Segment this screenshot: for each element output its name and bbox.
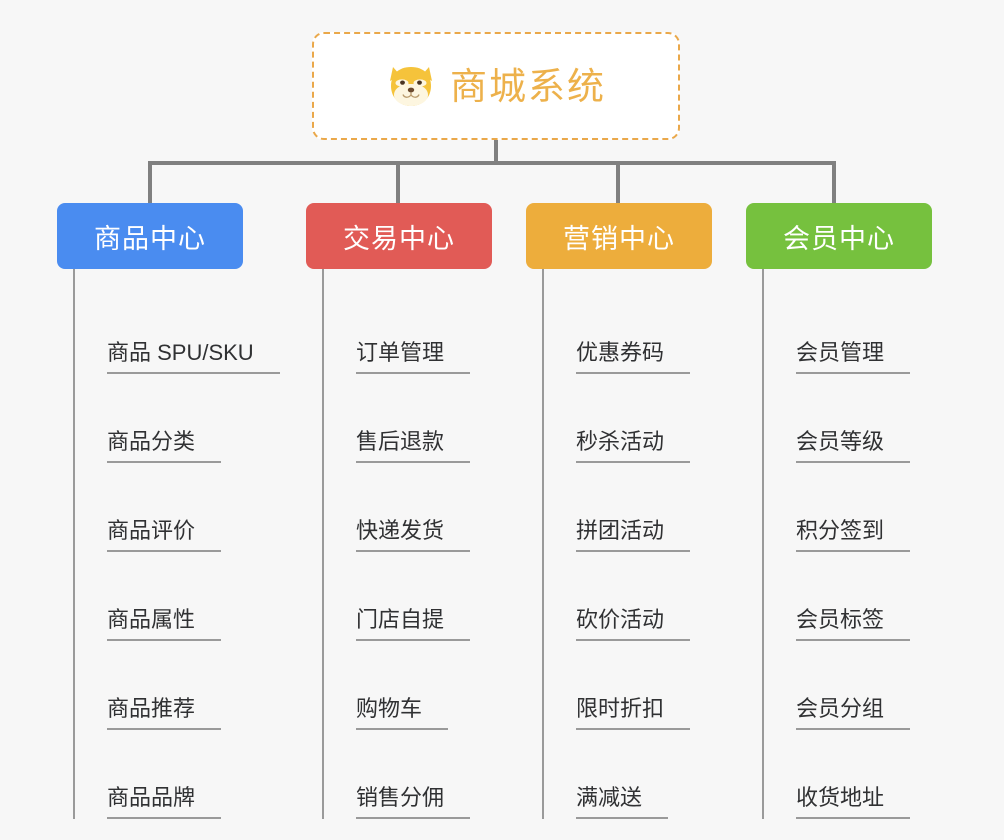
branch-header-marketing-center[interactable]: 营销中心	[526, 203, 712, 269]
branch-items-product-center: 商品 SPU/SKU 商品分类 商品评价 商品属性 商品推荐 商品品牌	[73, 269, 280, 819]
list-item[interactable]: 优惠券码	[576, 285, 712, 374]
branch-header-label: 会员中心	[783, 223, 895, 254]
root-node[interactable]: 商城系统	[312, 32, 680, 140]
list-item-label: 商品 SPU/SKU	[107, 339, 280, 374]
branch-items-member-center: 会员管理 会员等级 积分签到 会员标签 会员分组 收货地址	[762, 269, 932, 819]
branch-column-marketing-center: 营销中心 优惠券码 秒杀活动 拼团活动 砍价活动 限时折扣 满减送	[526, 203, 712, 819]
list-item[interactable]: 门店自提	[356, 552, 492, 641]
list-item[interactable]: 商品属性	[107, 552, 243, 641]
list-item[interactable]: 购物车	[356, 641, 492, 730]
list-item-label: 会员管理	[796, 339, 911, 374]
list-item-label: 销售分佣	[356, 784, 471, 819]
list-item-label: 订单管理	[356, 339, 471, 374]
connector-drop-2	[396, 161, 400, 205]
list-item-label: 商品属性	[107, 606, 222, 641]
list-item-label: 购物车	[356, 695, 449, 730]
branch-header-label: 商品中心	[94, 223, 206, 254]
list-item-label: 商品推荐	[107, 695, 222, 730]
branch-header-member-center[interactable]: 会员中心	[746, 203, 932, 269]
branch-items-trade-center: 订单管理 售后退款 快递发货 门店自提 购物车 销售分佣	[322, 269, 492, 819]
list-item[interactable]: 快递发货	[356, 463, 492, 552]
list-item-label: 会员等级	[796, 428, 911, 463]
list-item-label: 会员分组	[796, 695, 911, 730]
list-item-label: 商品分类	[107, 428, 222, 463]
root-title: 商城系统	[450, 65, 606, 107]
list-item[interactable]: 会员标签	[796, 552, 932, 641]
list-item-label: 收货地址	[796, 784, 911, 819]
list-item-label: 满减送	[576, 784, 669, 819]
list-item[interactable]: 砍价活动	[576, 552, 712, 641]
list-item[interactable]: 限时折扣	[576, 641, 712, 730]
list-item[interactable]: 会员等级	[796, 374, 932, 463]
list-item[interactable]: 商品分类	[107, 374, 243, 463]
list-item[interactable]: 商品评价	[107, 463, 243, 552]
list-item[interactable]: 会员分组	[796, 641, 932, 730]
list-item[interactable]: 销售分佣	[356, 730, 492, 819]
list-item[interactable]: 收货地址	[796, 730, 932, 819]
branch-column-trade-center: 交易中心 订单管理 售后退款 快递发货 门店自提 购物车 销售分佣	[306, 203, 492, 819]
branch-columns: 商品中心 商品 SPU/SKU 商品分类 商品评价 商品属性 商品推荐 商品品牌…	[0, 203, 1004, 840]
list-item-label: 限时折扣	[576, 695, 691, 730]
list-item[interactable]: 积分签到	[796, 463, 932, 552]
branch-header-label: 交易中心	[343, 223, 455, 254]
connector-drop-1	[148, 161, 152, 205]
list-item[interactable]: 拼团活动	[576, 463, 712, 552]
branch-header-label: 营销中心	[563, 223, 675, 254]
list-item-label: 拼团活动	[576, 517, 691, 552]
list-item-label: 砍价活动	[576, 606, 691, 641]
list-item[interactable]: 秒杀活动	[576, 374, 712, 463]
list-item[interactable]: 售后退款	[356, 374, 492, 463]
list-item-label: 积分签到	[796, 517, 911, 552]
shiba-dog-icon	[386, 64, 436, 108]
list-item-label: 会员标签	[796, 606, 911, 641]
list-item[interactable]: 商品推荐	[107, 641, 243, 730]
connector-drop-4	[832, 161, 836, 205]
list-item[interactable]: 满减送	[576, 730, 712, 819]
list-item[interactable]: 商品 SPU/SKU	[107, 285, 280, 374]
list-item[interactable]: 会员管理	[796, 285, 932, 374]
connector-horizontal-bus	[148, 161, 836, 165]
branch-column-product-center: 商品中心 商品 SPU/SKU 商品分类 商品评价 商品属性 商品推荐 商品品牌	[57, 203, 280, 819]
connector-root-stem	[494, 140, 498, 164]
list-item-label: 快递发货	[356, 517, 471, 552]
list-item[interactable]: 商品品牌	[107, 730, 243, 819]
list-item-label: 售后退款	[356, 428, 471, 463]
list-item-label: 门店自提	[356, 606, 471, 641]
list-item-label: 优惠券码	[576, 339, 691, 374]
connector-drop-3	[616, 161, 620, 205]
list-item-label: 秒杀活动	[576, 428, 691, 463]
list-item[interactable]: 订单管理	[356, 285, 492, 374]
branch-items-marketing-center: 优惠券码 秒杀活动 拼团活动 砍价活动 限时折扣 满减送	[542, 269, 712, 819]
branch-header-product-center[interactable]: 商品中心	[57, 203, 243, 269]
list-item-label: 商品评价	[107, 517, 222, 552]
branch-column-member-center: 会员中心 会员管理 会员等级 积分签到 会员标签 会员分组 收货地址	[746, 203, 932, 819]
branch-header-trade-center[interactable]: 交易中心	[306, 203, 492, 269]
list-item-label: 商品品牌	[107, 784, 222, 819]
